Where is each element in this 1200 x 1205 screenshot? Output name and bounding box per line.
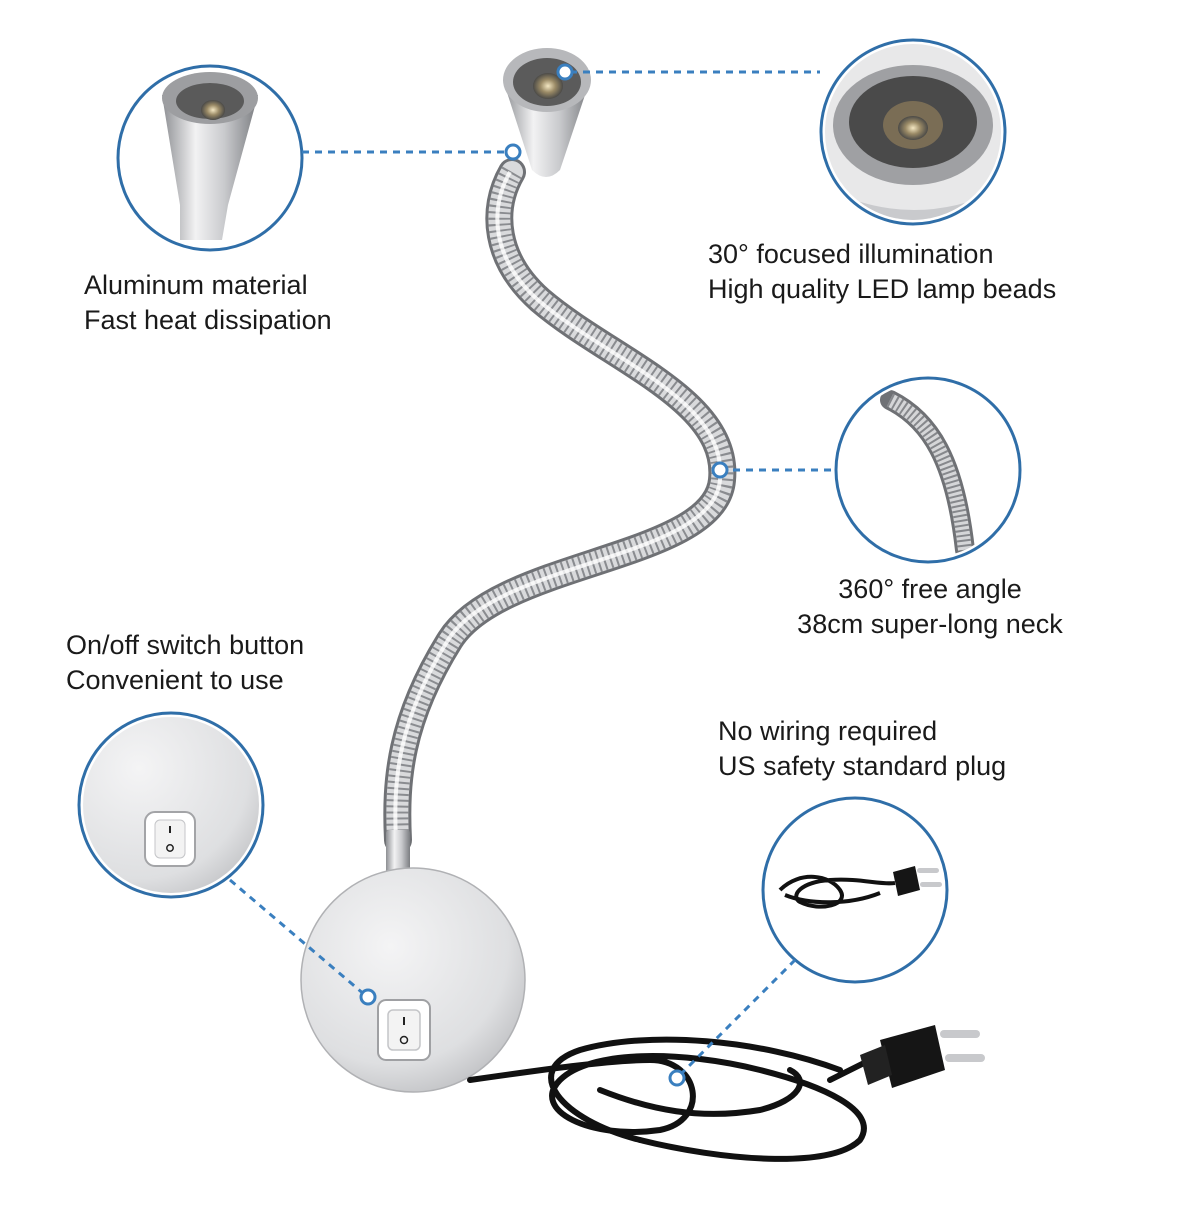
callout-switch-line1: On/off switch button [66, 630, 305, 660]
callout-angle-line1: 360° free angle [838, 574, 1022, 604]
leader-dots [359, 63, 729, 1087]
detail-switch [83, 717, 259, 893]
callout-ring-angle [834, 376, 1022, 564]
callout-aluminum-line2: Fast heat dissipation [84, 305, 332, 335]
power-plug-icon [860, 1025, 985, 1088]
detail-lamp-side [162, 72, 258, 240]
leader-lines [229, 70, 836, 1077]
callout-angle-line2: 38cm super-long neck [797, 609, 1063, 639]
led-bead-icon [825, 44, 1001, 220]
callout-angle: 360° free angle 38cm super-long neck [775, 572, 1085, 642]
power-cord [467, 1036, 893, 1162]
callout-plug: No wiring required US safety standard pl… [718, 714, 1006, 784]
callout-switch: On/off switch button Convenient to use [66, 628, 304, 698]
callout-focused: 30° focused illumination High quality LE… [708, 237, 1056, 307]
callout-aluminum: Aluminum material Fast heat dissipation [84, 268, 332, 338]
lamp-head-icon [503, 48, 591, 177]
callout-focused-line2: High quality LED lamp beads [708, 274, 1057, 304]
rocker-switch-icon [377, 999, 431, 1061]
gooseneck-icon [383, 158, 737, 900]
callout-plug-line2: US safety standard plug [718, 751, 1007, 781]
callout-ring-plug [761, 796, 949, 984]
callout-focused-line1: 30° focused illumination [708, 239, 994, 269]
detail-plug [778, 866, 942, 909]
callout-plug-line1: No wiring required [718, 716, 938, 746]
callout-switch-line2: Convenient to use [66, 665, 284, 695]
wall-plate [300, 867, 526, 1093]
callout-aluminum-line1: Aluminum material [84, 270, 308, 300]
detail-gooseneck [880, 390, 975, 558]
